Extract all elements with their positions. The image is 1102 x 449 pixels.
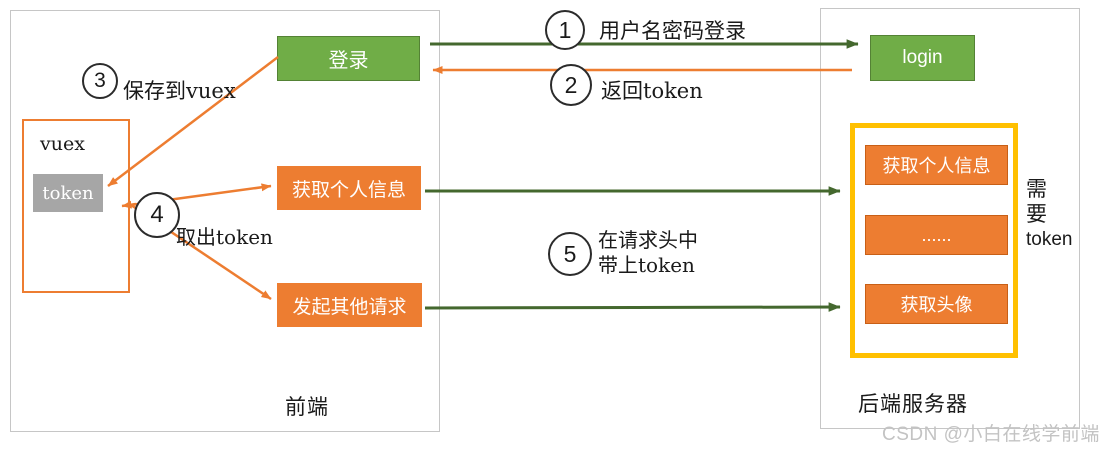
step-label-3: 保存到vuex xyxy=(123,79,236,103)
token-chip: token xyxy=(33,174,103,212)
frontend-title: 前端 xyxy=(285,396,329,419)
arrow-step5-other-request xyxy=(424,302,841,312)
frontend-get-profile-box: 获取个人信息 xyxy=(277,166,421,210)
watermark: CSDN @小白在线学前端 xyxy=(882,424,1100,445)
need-token-note: 需 要 token xyxy=(1026,177,1072,252)
need-token-line3: token xyxy=(1026,229,1073,250)
backend-title: 后端服务器 xyxy=(858,393,968,416)
step-circle-4: 4 xyxy=(134,192,180,238)
step-circle-1: 1 xyxy=(545,10,585,50)
step-label-5-line2: 带上token xyxy=(598,253,695,277)
backend-login-box: login xyxy=(870,35,975,81)
step-label-4: 取出token xyxy=(176,225,273,249)
need-token-line1: 需 xyxy=(1026,178,1047,201)
step-label-5: 在请求头中 带上token xyxy=(598,228,698,278)
backend-service-get-avatar: 获取头像 xyxy=(865,284,1008,324)
frontend-login-box: 登录 xyxy=(277,36,420,81)
need-token-line2: 要 xyxy=(1026,203,1047,226)
step-label-5-line1: 在请求头中 xyxy=(598,228,698,252)
step-circle-5: 5 xyxy=(548,232,592,276)
backend-service-ellipsis: ...... xyxy=(865,215,1008,255)
vuex-label: vuex xyxy=(40,133,85,155)
step-label-2: 返回token xyxy=(601,79,703,103)
step-circle-3: 3 xyxy=(82,63,118,99)
backend-service-get-profile: 获取个人信息 xyxy=(865,145,1008,185)
frontend-other-request-box: 发起其他请求 xyxy=(277,283,422,327)
step-circle-2: 2 xyxy=(550,64,592,106)
step-label-1: 用户名密码登录 xyxy=(599,19,746,43)
